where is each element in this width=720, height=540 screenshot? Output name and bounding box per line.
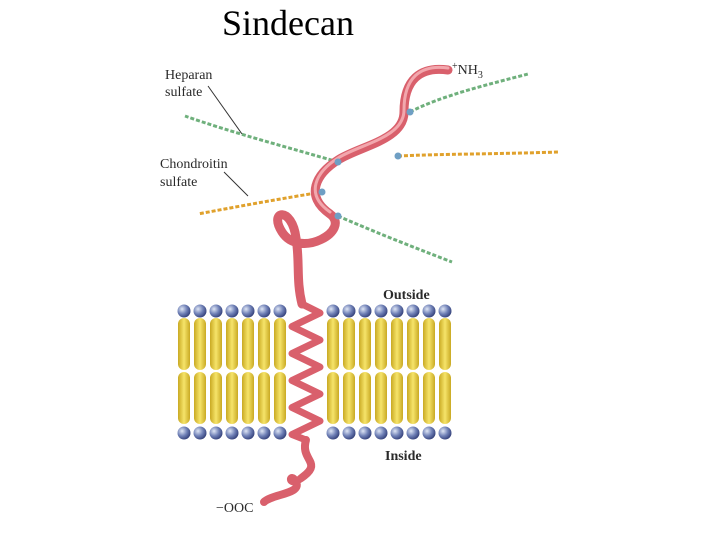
glycan-attachment-sites [318, 108, 414, 220]
lipid-head [342, 304, 356, 318]
membrane-bilayer [177, 304, 452, 440]
lipid-tail [226, 318, 238, 370]
lipid-head [438, 304, 452, 318]
lipid-head [209, 426, 223, 440]
cytoplasmic-domain [260, 436, 316, 506]
n-terminus-group: NH [458, 63, 478, 78]
lipid-head [273, 304, 287, 318]
lipid-head [257, 426, 271, 440]
lipid-tail [258, 372, 270, 424]
lipid-tail [327, 318, 339, 370]
lipid-head [422, 426, 436, 440]
attachment-site [334, 212, 342, 220]
lipid-head [326, 304, 340, 318]
lipid-head [406, 304, 420, 318]
lipid-head [390, 304, 404, 318]
lipid-tail [359, 318, 371, 370]
n-terminus-label: +NH3 [452, 61, 483, 81]
lipid-tail [375, 372, 387, 424]
lipid-head [209, 304, 223, 318]
lipid-tail [194, 318, 206, 370]
heparan-sulfate-chain-2 [184, 114, 339, 164]
attachment-site [334, 158, 342, 166]
lipid-tail [343, 318, 355, 370]
heparan-label-line1: Heparan [165, 68, 212, 83]
lipid-tail [439, 318, 451, 370]
heparan-label-line2: sulfate [165, 85, 202, 100]
attachment-site [318, 188, 326, 196]
chondroitin-sulfate-chain-1 [397, 150, 559, 158]
lipid-head [390, 426, 404, 440]
chondroitin-label-line2: sulfate [160, 175, 197, 190]
helix-strand [288, 300, 324, 444]
n-terminus-subscript: 3 [478, 70, 483, 81]
transmembrane-helix [288, 300, 324, 444]
n-terminus-charge: + [452, 61, 458, 72]
attachment-site [394, 152, 402, 160]
lipid-head [193, 304, 207, 318]
lipid-tails-right [327, 318, 451, 424]
lipid-head [342, 426, 356, 440]
lipid-tail [274, 318, 286, 370]
lipid-head [358, 304, 372, 318]
lipid-head [241, 426, 255, 440]
lipid-head [257, 304, 271, 318]
slide-title: Sindecan [222, 3, 354, 43]
lipid-tail [407, 318, 419, 370]
lipid-head [326, 426, 340, 440]
lipid-tail [242, 318, 254, 370]
lipid-head [177, 426, 191, 440]
glycan-chains [184, 72, 559, 264]
core-protein [260, 64, 453, 506]
c-terminus-label: −OOC [216, 501, 253, 516]
lipid-tail [226, 372, 238, 424]
lipid-head [273, 426, 287, 440]
lipid-tail [242, 372, 254, 424]
lipid-tail [391, 372, 403, 424]
lipid-head [193, 426, 207, 440]
lipid-tail [343, 372, 355, 424]
lipid-head [177, 304, 191, 318]
lipid-head [225, 426, 239, 440]
lipid-tail [274, 372, 286, 424]
lipid-tail [210, 318, 222, 370]
inside-label: Inside [385, 449, 422, 464]
lipid-head [241, 304, 255, 318]
lipid-tail [178, 372, 190, 424]
lipid-tail [178, 318, 190, 370]
lipid-tail [210, 372, 222, 424]
lipid-tail [391, 318, 403, 370]
lipid-head [438, 426, 452, 440]
lipid-head [406, 426, 420, 440]
lipid-tail [423, 372, 435, 424]
outside-label: Outside [383, 288, 430, 303]
attachment-site [406, 108, 414, 116]
heparan-sulfate-chain-1 [409, 72, 529, 114]
lipid-head [422, 304, 436, 318]
lipid-head [374, 426, 388, 440]
lipid-head [225, 304, 239, 318]
lipid-tail [194, 372, 206, 424]
chondroitin-sulfate-chain-2 [197, 190, 323, 216]
lipid-tail [258, 318, 270, 370]
heparan-leader-line [207, 85, 243, 135]
lipid-tails-left [178, 318, 286, 424]
lipid-tail [327, 372, 339, 424]
lipid-tail [407, 372, 419, 424]
lipid-tail [359, 372, 371, 424]
lipid-tail [423, 318, 435, 370]
chondroitin-leader-line [223, 171, 249, 197]
extracellular-domain-highlight [313, 65, 450, 214]
lipid-head [374, 304, 388, 318]
heparan-sulfate-chain-3 [337, 214, 453, 264]
chondroitin-label-line1: Chondroitin [160, 157, 228, 172]
lipid-tail [375, 318, 387, 370]
lipid-heads [177, 304, 452, 440]
lipid-tail [439, 372, 451, 424]
lipid-head [358, 426, 372, 440]
